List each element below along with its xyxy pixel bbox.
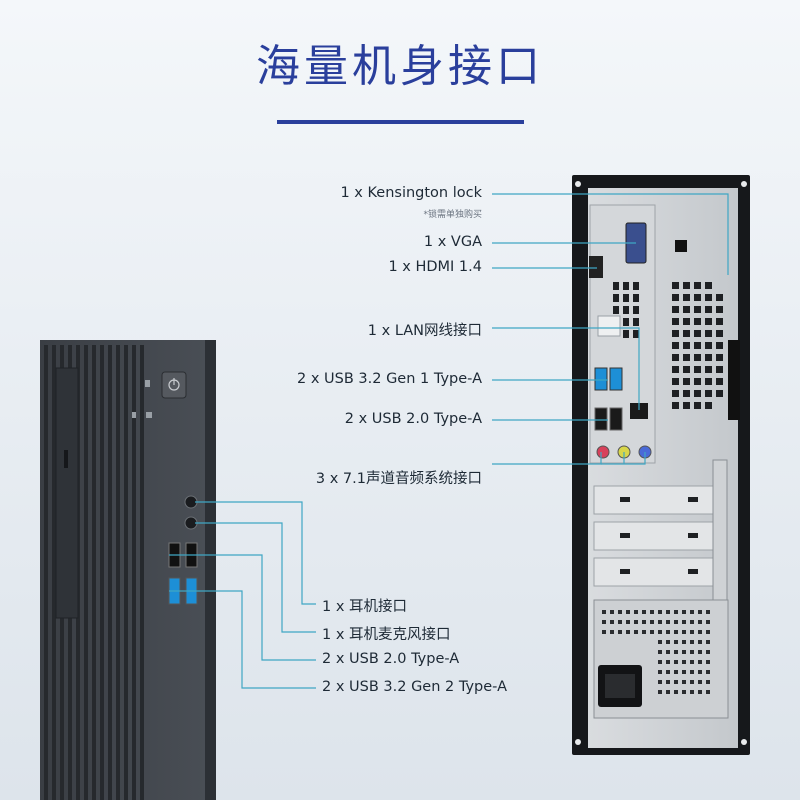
page-title: 海量机身接口 (256, 41, 544, 92)
label-lan: 1 x LAN网线接口 (367, 323, 482, 339)
label-front-usb2: 2 x USB 2.0 Type-A (322, 651, 460, 667)
label-front-usb3: 2 x USB 3.2 Gen 2 Type-A (322, 679, 507, 695)
rear-tower (572, 175, 750, 755)
label-headset: 1 x 耳机麦克风接口 (322, 627, 451, 643)
label-rear-usb2: 2 x USB 2.0 Type-A (344, 411, 482, 427)
leader-lines (169, 193, 729, 689)
label-kensington: 1 x Kensington lock (340, 185, 482, 201)
label-hdmi: 1 x HDMI 1.4 (388, 259, 482, 275)
label-audio: 3 x 7.1声道音频系统接口 (315, 471, 482, 487)
label-rear-usb3: 2 x USB 3.2 Gen 1 Type-A (297, 371, 482, 387)
label-kensington-note: *锁需单独购买 (423, 210, 482, 220)
title-underline (277, 120, 524, 124)
label-vga: 1 x VGA (423, 234, 482, 250)
label-headphone: 1 x 耳机接口 (322, 599, 408, 615)
front-tower (40, 340, 216, 800)
